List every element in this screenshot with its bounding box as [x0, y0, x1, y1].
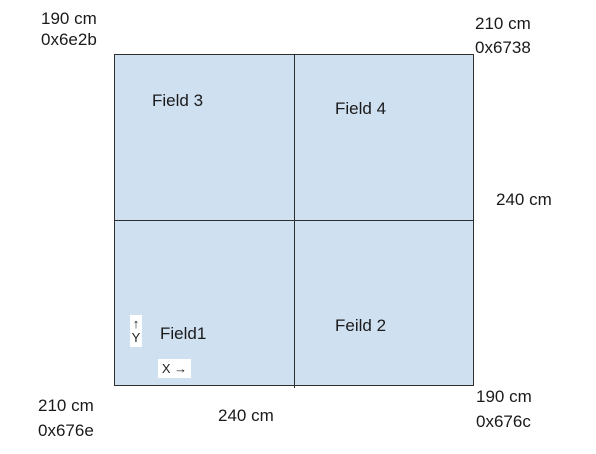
bottom-side-dimension: 240 cm — [218, 406, 274, 425]
bottom-left-id: 0x676e — [38, 421, 94, 440]
top-right-length: 210 cm — [475, 14, 531, 33]
up-arrow-icon: ↑ — [132, 316, 140, 331]
top-left-length: 190 cm — [41, 9, 97, 28]
x-axis-indicator: X → — [158, 359, 191, 378]
bottom-right-id: 0x676c — [476, 412, 531, 431]
bottom-left-length: 210 cm — [38, 396, 94, 415]
vertical-divider — [294, 54, 295, 388]
top-left-id: 0x6e2b — [41, 30, 97, 49]
field-2-label: Feild 2 — [335, 316, 387, 335]
right-side-dimension: 240 cm — [496, 190, 552, 209]
top-right-id: 0x6738 — [475, 38, 531, 57]
y-axis-indicator: ↑ Y — [130, 315, 142, 347]
horizontal-divider — [114, 220, 474, 221]
x-axis-label: X → — [161, 360, 188, 376]
bottom-right-length: 190 cm — [476, 387, 532, 406]
field-3-label: Field 3 — [152, 91, 204, 110]
field-1-label: Field1 — [160, 324, 207, 343]
y-axis-label: Y — [131, 330, 141, 345]
field-4-label: Field 4 — [335, 99, 387, 118]
